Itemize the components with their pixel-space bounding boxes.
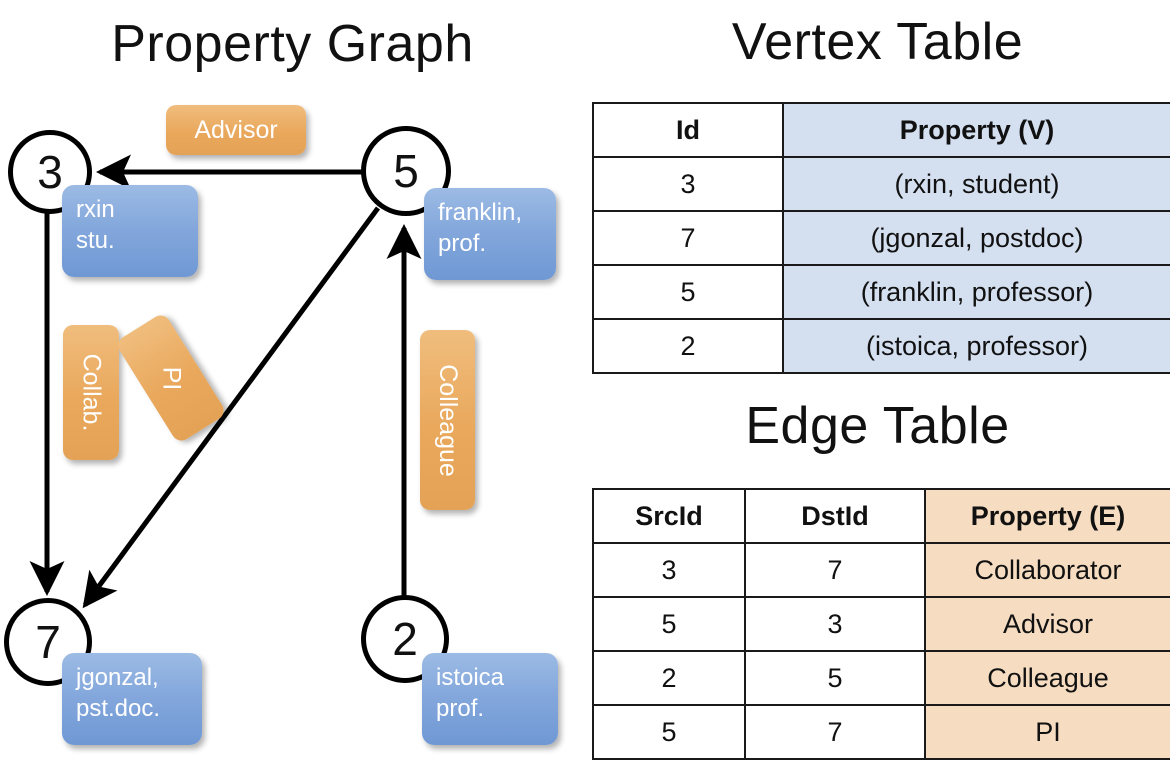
edge-cell-property: PI bbox=[924, 704, 1170, 760]
vertex-table-header-row: Id Property (V) bbox=[592, 102, 1170, 158]
graph-node-7-property-box: jgonzal, pst.doc. bbox=[62, 653, 202, 745]
edge-cell-property: Colleague bbox=[924, 650, 1170, 706]
graph-node-2-prop-line2: prof. bbox=[436, 694, 485, 722]
table-row[interactable]: 3 (rxin, student) bbox=[592, 156, 1170, 212]
edge-cell-property: Advisor bbox=[924, 596, 1170, 652]
graph-node-7-prop-line2: pst.doc. bbox=[76, 694, 161, 722]
edge-cell-dstid: 7 bbox=[744, 704, 926, 760]
page-title-edge-table: Edge Table bbox=[745, 397, 1010, 455]
vertex-cell-id: 2 bbox=[592, 318, 784, 374]
vertex-cell-id: 7 bbox=[592, 210, 784, 266]
graph-node-2[interactable]: 2 bbox=[361, 595, 449, 683]
edge-table-header-property: Property (E) bbox=[924, 488, 1170, 544]
edge-cell-dstid: 7 bbox=[744, 542, 926, 598]
table-row[interactable]: 2 5 Colleague bbox=[592, 650, 1170, 706]
vertex-cell-id: 3 bbox=[592, 156, 784, 212]
table-row[interactable]: 5 3 Advisor bbox=[592, 596, 1170, 652]
edge-cell-srcid: 2 bbox=[592, 650, 746, 706]
vertex-table-header-property: Property (V) bbox=[782, 102, 1170, 158]
graph-node-7-prop-line1: jgonzal, bbox=[76, 664, 159, 691]
vertex-table-header-id: Id bbox=[592, 102, 784, 158]
edge-label-colleague-text: Colleague bbox=[434, 363, 462, 477]
property-graph-diagram: Advisor Collab. PI Colleague 3 rxin stu.… bbox=[4, 105, 558, 745]
edge-cell-property: Collaborator bbox=[924, 542, 1170, 598]
edge-5-to-7-pi bbox=[82, 206, 381, 609]
edge-cell-dstid: 5 bbox=[744, 650, 926, 706]
table-row[interactable]: 3 7 Collaborator bbox=[592, 542, 1170, 598]
vertex-cell-property: (jgonzal, postdoc) bbox=[782, 210, 1170, 266]
table-row[interactable]: 5 (franklin, professor) bbox=[592, 264, 1170, 320]
vertex-cell-property: (rxin, student) bbox=[782, 156, 1170, 212]
graph-node-3-prop-line2: stu. bbox=[76, 226, 115, 254]
vertex-cell-id: 5 bbox=[592, 264, 784, 320]
edge-table-header-row: SrcId DstId Property (E) bbox=[592, 488, 1170, 544]
edge-cell-dstid: 3 bbox=[744, 596, 926, 652]
graph-node-2-id: 2 bbox=[392, 613, 418, 665]
vertex-cell-property: (franklin, professor) bbox=[782, 264, 1170, 320]
table-row[interactable]: 5 7 PI bbox=[592, 704, 1170, 760]
graph-node-2-property-box: istoica prof. bbox=[422, 653, 558, 745]
graph-node-3-id: 3 bbox=[37, 146, 63, 198]
table-row[interactable]: 2 (istoica, professor) bbox=[592, 318, 1170, 374]
edge-cell-srcid: 5 bbox=[592, 704, 746, 760]
edge-label-collab-text: Collab. bbox=[77, 353, 106, 432]
edge-table-header-srcid: SrcId bbox=[592, 488, 746, 544]
graph-node-7-id: 7 bbox=[35, 616, 61, 668]
graph-edges-svg bbox=[29, 154, 422, 609]
edge-label-collab: Collab. bbox=[63, 325, 119, 460]
table-row[interactable]: 7 (jgonzal, postdoc) bbox=[592, 210, 1170, 266]
edge-table: SrcId DstId Property (E) 3 7 Collaborato… bbox=[592, 488, 1170, 760]
edge-cell-srcid: 5 bbox=[592, 596, 746, 652]
graph-node-2-prop-line1: istoica bbox=[436, 664, 505, 691]
edge-cell-srcid: 3 bbox=[592, 542, 746, 598]
graph-node-5-prop-line1: franklin, bbox=[438, 199, 523, 226]
vertex-cell-property: (istoica, professor) bbox=[782, 318, 1170, 374]
edge-label-advisor: Advisor bbox=[166, 105, 306, 155]
edge-label-colleague: Colleague bbox=[420, 330, 475, 510]
graph-node-3-property-box: rxin stu. bbox=[62, 185, 198, 277]
page-title-vertex-table: Vertex Table bbox=[731, 13, 1024, 71]
graph-node-5-prop-line2: prof. bbox=[438, 229, 487, 257]
vertex-table: Id Property (V) 3 (rxin, student) 7 (jgo… bbox=[592, 102, 1170, 374]
edge-label-pi-text: PI bbox=[157, 366, 186, 390]
edge-table-header-dstid: DstId bbox=[744, 488, 926, 544]
graph-node-5-property-box: franklin, prof. bbox=[424, 188, 556, 280]
graph-node-5-id: 5 bbox=[393, 145, 419, 197]
page-title-property-graph: Property Graph bbox=[111, 15, 474, 73]
graph-node-5[interactable]: 5 bbox=[361, 126, 451, 216]
graph-node-3-prop-line1: rxin bbox=[76, 196, 115, 223]
edge-label-advisor-text: Advisor bbox=[194, 115, 278, 144]
